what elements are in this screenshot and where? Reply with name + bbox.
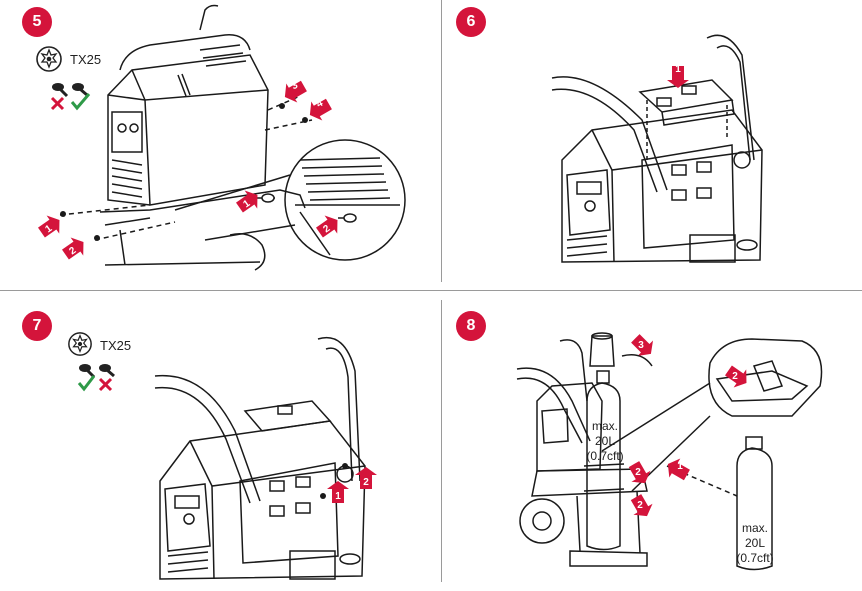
vertical-divider-top [441, 0, 442, 282]
callout-arrow: 3 [631, 334, 654, 357]
callout-arrow: 1 [38, 215, 60, 238]
step-5-callouts: 1 2 3 4 1 2 [38, 80, 338, 260]
check-mark-icon [70, 93, 91, 111]
callout-arrow: 2 [355, 467, 377, 489]
cylinder-capacity-label: max. 20L (0.7cft) [736, 521, 774, 565]
svg-text:3: 3 [638, 340, 644, 351]
svg-text:1: 1 [43, 223, 54, 235]
check-mark-icon [77, 375, 96, 392]
step-5-panel: 5 TX25 [0, 0, 440, 290]
step-number-badge: 5 [22, 7, 52, 37]
svg-text:1: 1 [677, 461, 683, 472]
tool-label: TX25 [70, 52, 102, 67]
cylinder-capacity-label: max. 20L (0.7cft) [586, 419, 624, 463]
svg-text:4: 4 [315, 98, 326, 111]
screw-comparison [77, 364, 115, 392]
step-number-badge: 8 [456, 311, 486, 341]
welder-housing-drawing [59, 4, 406, 271]
svg-text:2: 2 [637, 500, 643, 511]
step-number-badge: 7 [22, 311, 52, 341]
wrong-screw-icon [99, 364, 115, 378]
step-8-panel: 8 [442, 291, 862, 591]
callout-arrow: 2 [316, 215, 338, 238]
horizontal-divider [0, 290, 862, 291]
callout-arrow: 1 [236, 190, 258, 213]
screw-comparison [50, 83, 91, 111]
svg-text:2: 2 [635, 467, 641, 478]
torx-bit-icon [68, 332, 92, 356]
step-6-panel: 6 [442, 0, 862, 290]
callout-arrow: 1 [667, 64, 689, 88]
svg-text:1: 1 [335, 491, 341, 502]
callout-arrow: 4 [309, 98, 332, 121]
step-7-panel: 7 TX25 [0, 291, 440, 591]
torx-bit-icon [36, 46, 62, 72]
step-number-badge: 6 [456, 7, 486, 37]
svg-text:2: 2 [67, 245, 78, 257]
gas-cylinder-drawing: 3 2 2 2 1 [516, 332, 823, 571]
callout-arrow: 1 [327, 481, 349, 503]
cross-mark-icon [98, 377, 113, 392]
svg-text:2: 2 [321, 223, 332, 235]
callout-arrow: 2 [725, 365, 747, 388]
wrong-screw-icon [52, 83, 69, 98]
callout-arrow: 3 [284, 80, 307, 103]
tool-label: TX25 [100, 338, 132, 353]
svg-text:2: 2 [363, 477, 369, 488]
vertical-divider-bottom [441, 300, 442, 582]
svg-text:1: 1 [675, 64, 681, 75]
svg-text:3: 3 [290, 80, 301, 93]
callout-arrow: 2 [62, 237, 84, 260]
svg-text:2: 2 [732, 371, 738, 382]
correct-screw-icon [72, 83, 88, 97]
rotate-arrow-icon [621, 354, 653, 367]
plate-mounted-drawing: 1 2 [154, 337, 377, 580]
callout-arrow: 2 [630, 494, 653, 517]
svg-text:1: 1 [241, 198, 252, 210]
callout-arrow: 1 [667, 458, 690, 481]
cart-top-plate-drawing: 1 [551, 34, 763, 263]
cross-mark-icon [50, 96, 65, 111]
callout-arrow: 2 [628, 461, 651, 484]
